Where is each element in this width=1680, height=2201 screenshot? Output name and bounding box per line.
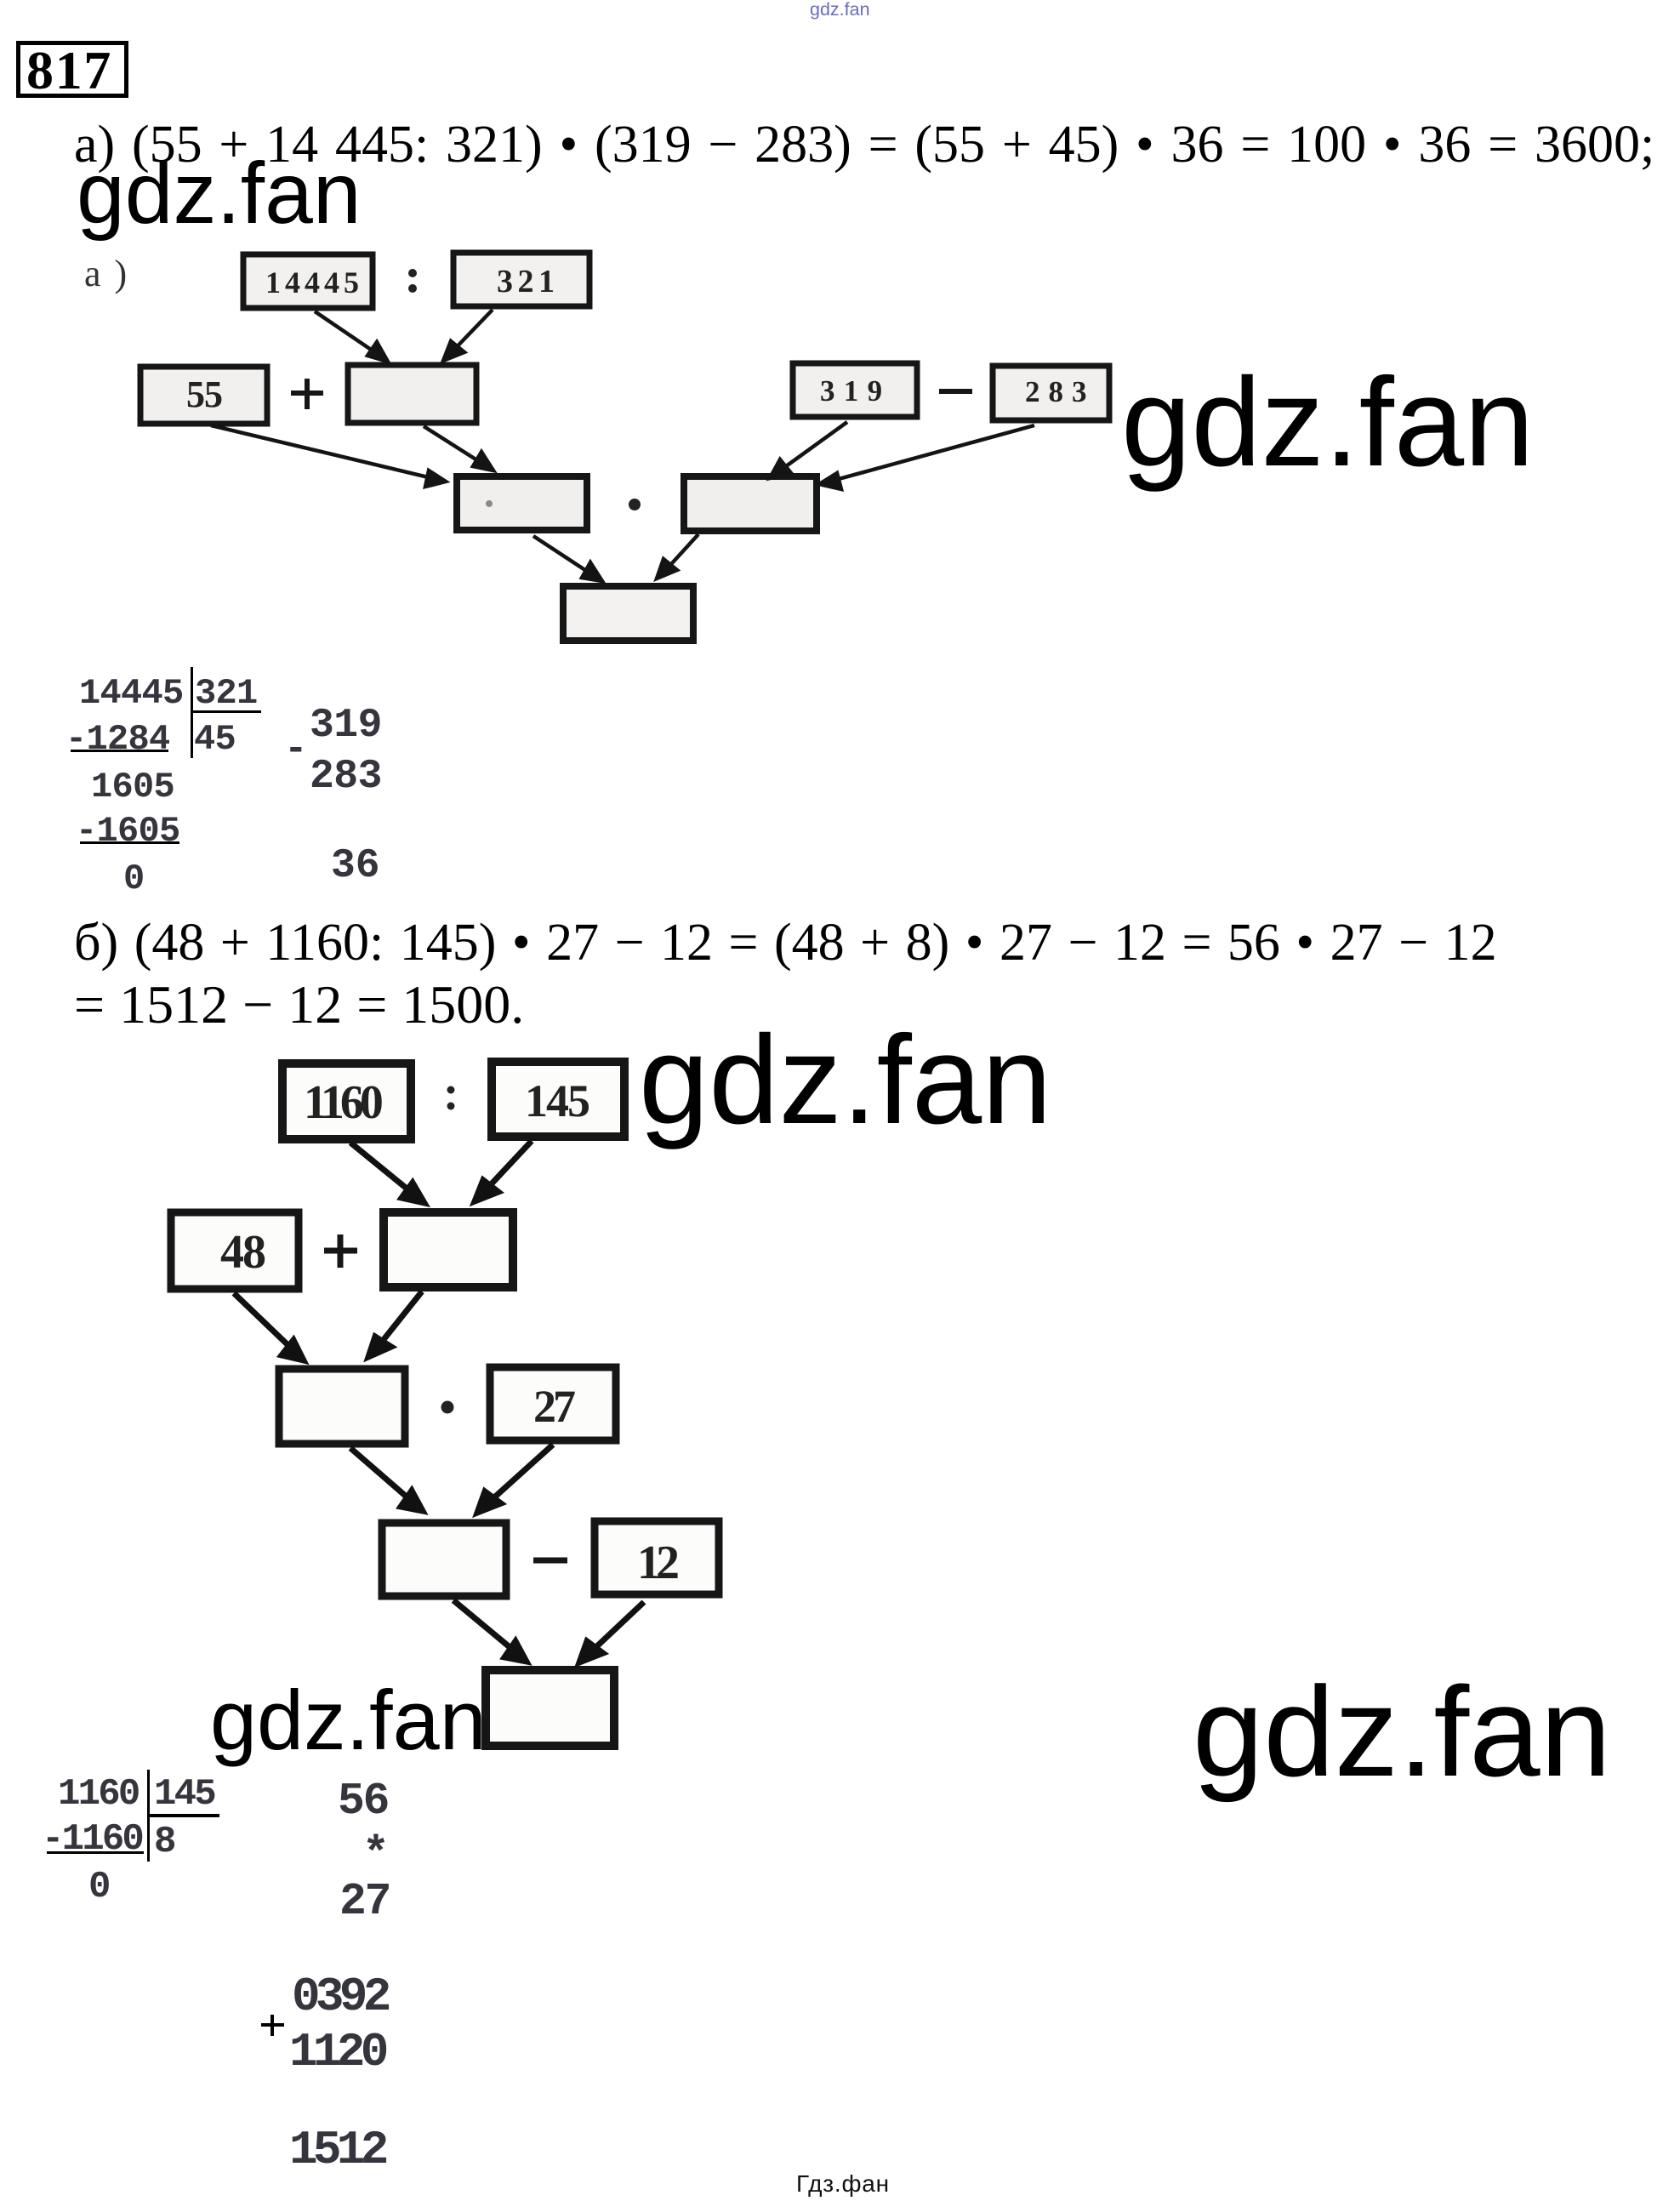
svg-text:48: 48 <box>220 1226 265 1279</box>
svg-text:145: 145 <box>525 1075 589 1126</box>
svg-text:14445: 14445 <box>265 265 363 299</box>
svg-text:321: 321 <box>497 264 560 299</box>
svg-text:55: 55 <box>186 373 222 415</box>
svg-text:1160: 1160 <box>304 1076 382 1129</box>
svg-text:283: 283 <box>1025 375 1096 408</box>
svg-text:319: 319 <box>820 374 891 408</box>
svg-text:27: 27 <box>533 1381 575 1432</box>
svg-text:12: 12 <box>637 1537 678 1589</box>
